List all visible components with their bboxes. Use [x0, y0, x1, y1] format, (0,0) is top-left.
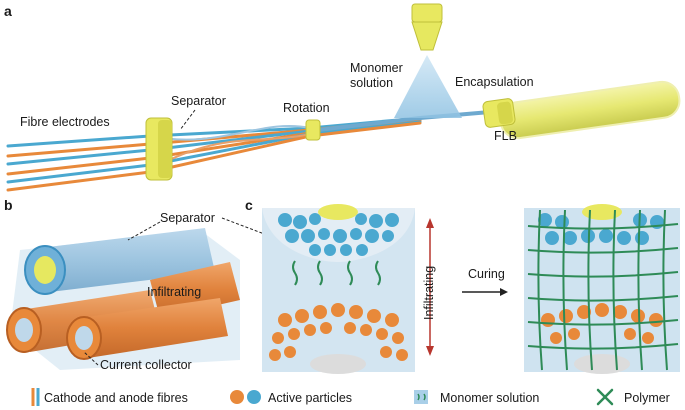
curing-label: Curing [468, 267, 505, 281]
legend-fibres-label: Cathode and anode fibres [44, 391, 188, 405]
legend-polymer-label: Polymer [624, 391, 670, 405]
panel-c-after [524, 204, 680, 374]
encapsulation-label: Encapsulation [455, 75, 534, 89]
separator-b-leader [127, 221, 161, 241]
rotation-ring [305, 119, 321, 141]
monomer-nozzle [394, 3, 462, 118]
separator-a-leader [179, 109, 196, 131]
current-collector-leader [83, 351, 99, 366]
panel-b-label: b [4, 197, 13, 213]
panel-b-fibres [6, 228, 240, 370]
legend-particles-label: Active particles [268, 391, 352, 405]
fibre-electrodes-label: Fibre electrodes [20, 115, 110, 129]
flb-fibre [482, 80, 681, 140]
infiltrating-b-label: Infiltrating [147, 285, 201, 299]
flb-label: FLB [494, 129, 517, 143]
infiltrating-c-label: Infiltrating [422, 266, 436, 320]
legend-particle-orange-swatch [230, 390, 244, 404]
panel-c-label: c [245, 197, 253, 213]
separator-bc-label: Separator [160, 211, 215, 225]
legend-particle-blue-swatch [247, 390, 261, 404]
legend-monomer-label: Monomer solution [440, 391, 539, 405]
legend: Cathode and anode fibres Active particle… [31, 388, 670, 406]
legend-polymer-icon [596, 388, 614, 406]
panel-a-label: a [4, 3, 12, 19]
rotation-label: Rotation [283, 101, 330, 115]
curing-arrow [462, 288, 508, 296]
current-collector-label: Current collector [100, 358, 192, 372]
separator-block [145, 117, 173, 181]
infiltrating-arrow [426, 218, 434, 356]
separator-a-label: Separator [171, 94, 226, 108]
legend-monomer-swatch [414, 390, 428, 404]
monomer-label-line1: Monomer [350, 61, 403, 75]
monomer-label-line2: solution [350, 76, 393, 90]
panel-c-before [262, 204, 415, 374]
